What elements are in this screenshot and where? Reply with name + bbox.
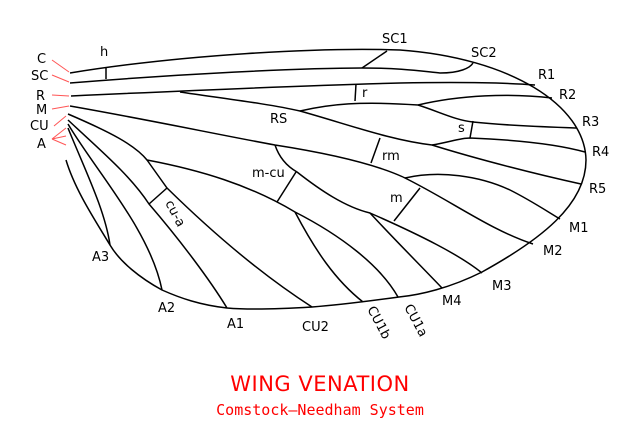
- label-r: R: [36, 89, 45, 104]
- label-sc: SC: [31, 69, 48, 84]
- vein-r1: [70, 81, 536, 97]
- vein-sc: [69, 62, 474, 84]
- label-a3: A3: [92, 250, 109, 265]
- label-cu2: CU2: [302, 320, 329, 335]
- vein-a1: [67, 119, 228, 309]
- wing-outline: [65, 48, 587, 310]
- vein-m2: [402, 176, 534, 245]
- label-s: s: [458, 121, 465, 136]
- vein-rs: [179, 91, 433, 146]
- vein-r4: [431, 137, 586, 153]
- label-m3: M3: [492, 279, 512, 294]
- vein-r3: [417, 104, 578, 129]
- label-sc1: SC1: [382, 32, 408, 47]
- label-cu1b: CU1b: [363, 304, 393, 342]
- diagram-subtitle: Comstock–Needham System: [216, 401, 424, 419]
- vein-labels: C SC R M CU A h SC1 SC2 R1 R2 R3 R4 R5 R…: [30, 32, 609, 342]
- pointer-m: [51, 105, 70, 110]
- crossvein-cu-a: [148, 187, 168, 205]
- crossvein-m-cu: [276, 171, 297, 203]
- label-m: M: [36, 103, 47, 118]
- veins: [67, 50, 586, 309]
- label-cu: CU: [30, 119, 49, 134]
- label-m-crossvein: m: [390, 191, 403, 206]
- vein-m4: [369, 212, 443, 289]
- label-r1: R1: [538, 68, 555, 83]
- crossvein-s: [469, 120, 474, 139]
- vein-cu: [67, 113, 399, 298]
- pointer-sc: [51, 74, 70, 83]
- vein-r5: [431, 144, 582, 185]
- vein-m: [69, 105, 404, 178]
- vein-a3: [67, 127, 111, 246]
- crossvein-m: [393, 187, 421, 222]
- label-rm: rm: [382, 149, 400, 164]
- label-h: h: [100, 45, 108, 60]
- pointer-a: [51, 127, 67, 146]
- label-m1: M1: [569, 221, 589, 236]
- diagram-title: WING VENATION: [230, 372, 410, 396]
- vein-sc1: [361, 50, 388, 69]
- label-r4: R4: [592, 145, 609, 160]
- label-cu-a: cu-a: [161, 198, 187, 230]
- crossvein-r: [354, 83, 357, 102]
- label-r5: R5: [589, 182, 606, 197]
- vein-a2: [67, 123, 163, 291]
- vein-r2-3: [299, 102, 419, 112]
- label-a: A: [37, 137, 46, 152]
- label-a1: A1: [227, 317, 244, 332]
- crossvein-rm: [370, 137, 381, 164]
- pointer-r: [51, 94, 70, 97]
- label-m2: M2: [543, 244, 563, 259]
- label-a2: A2: [158, 301, 175, 316]
- vein-m1: [404, 173, 561, 220]
- label-m-cu: m-cu: [252, 166, 285, 181]
- base-pointers: [51, 59, 70, 146]
- vein-cu2: [146, 159, 313, 308]
- vein-cu1b: [294, 211, 364, 303]
- vein-r2: [417, 94, 553, 106]
- label-c: C: [37, 52, 46, 67]
- pointer-c: [51, 59, 70, 73]
- label-m4: M4: [442, 294, 462, 309]
- label-r-crossvein: r: [362, 86, 368, 101]
- label-rs: RS: [270, 112, 287, 127]
- pointer-cu: [53, 115, 67, 127]
- label-sc2: SC2: [471, 46, 497, 61]
- label-cu1a: CU1a: [400, 302, 430, 340]
- label-r2: R2: [559, 88, 576, 103]
- label-r3: R3: [582, 115, 599, 130]
- vein-m3: [274, 144, 483, 274]
